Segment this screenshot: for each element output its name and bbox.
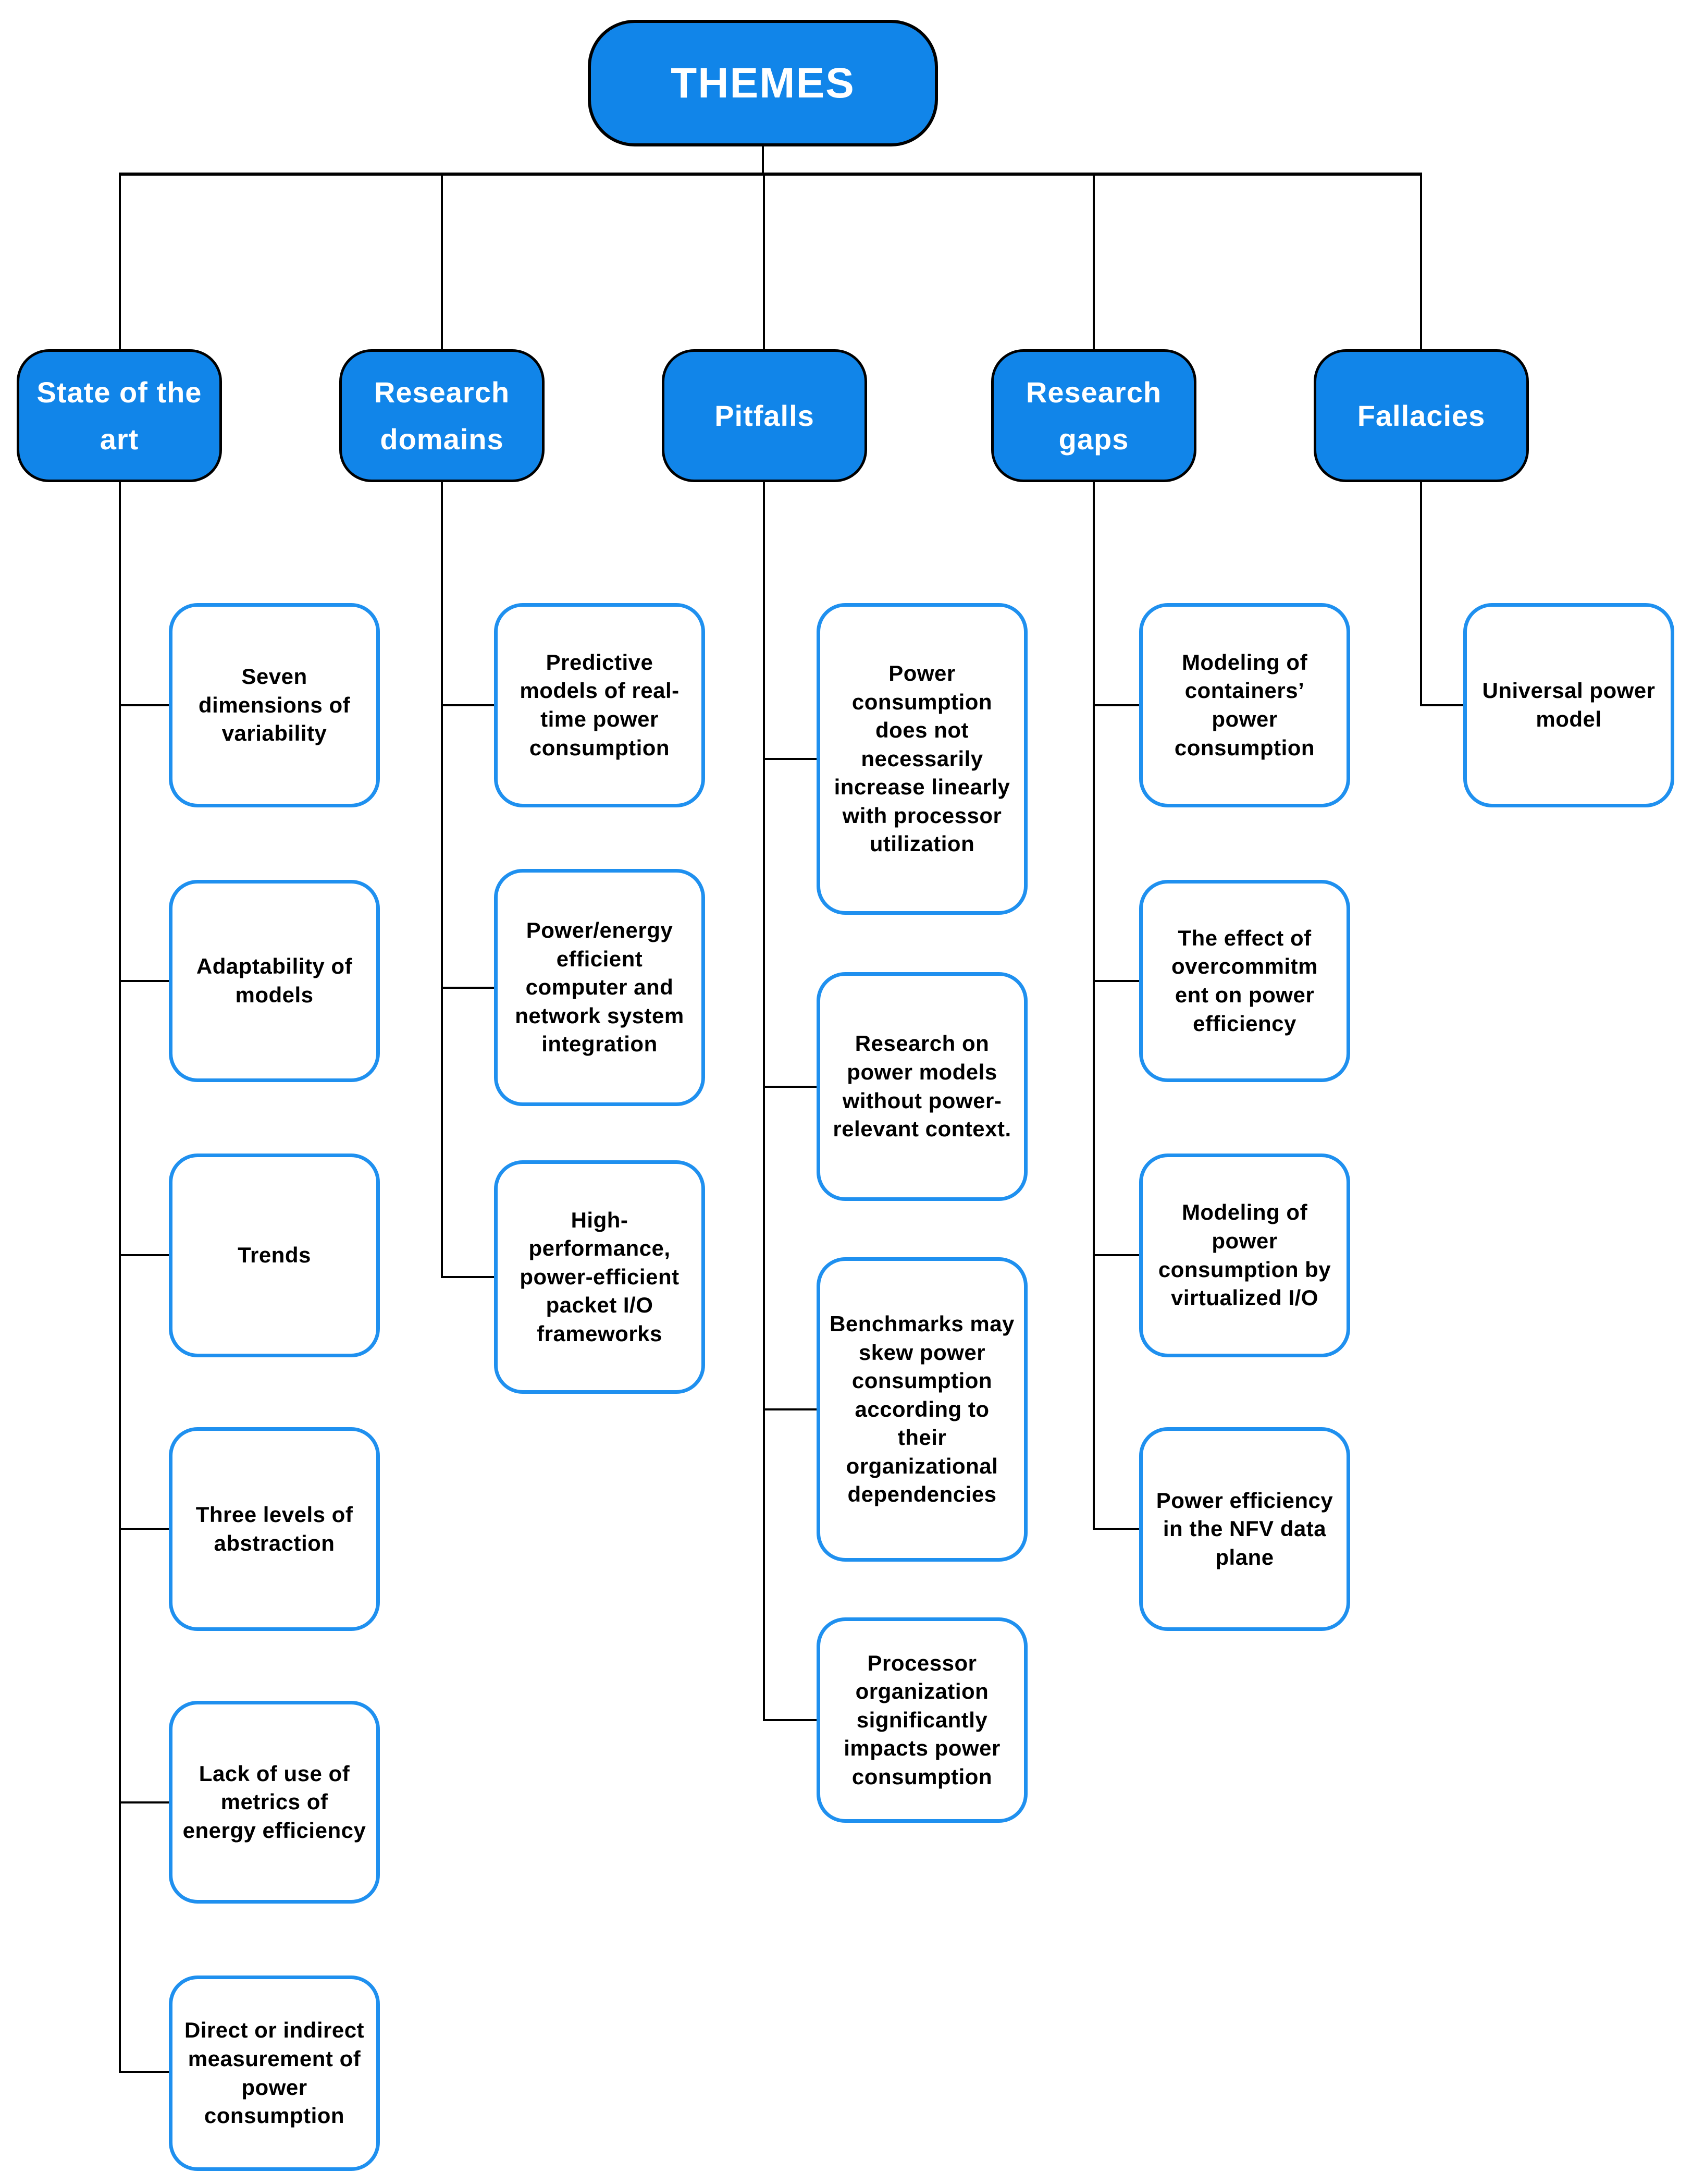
connector-line <box>762 146 764 175</box>
child-node: Benchmarks may skew power consumption ac… <box>817 1257 1028 1562</box>
child-node: Trends <box>169 1154 380 1357</box>
child-node: Lack of use of metrics of energy efficie… <box>169 1701 380 1904</box>
child-node: Research on power models without power-r… <box>817 972 1028 1201</box>
branch-header-pitfalls: Pitfalls <box>662 349 867 482</box>
branch-header-research-gaps: Research gaps <box>991 349 1196 482</box>
child-node: Universal power model <box>1463 603 1674 807</box>
connector-line <box>1093 481 1095 1529</box>
connector-line <box>119 1254 169 1256</box>
connector-line <box>1093 980 1139 982</box>
connector-line <box>1420 704 1463 706</box>
connector-line <box>441 481 443 1277</box>
connector-line <box>763 758 817 760</box>
connector-line <box>119 175 121 349</box>
connector-line <box>763 481 765 1720</box>
connector-line <box>763 1086 817 1088</box>
branch-header-state-of-the-art: State of the art <box>17 349 222 482</box>
branch-header-fallacies: Fallacies <box>1314 349 1529 482</box>
child-node: Direct or indirect measurement of power … <box>169 1976 380 2171</box>
connector-line <box>119 173 1422 176</box>
connector-line <box>441 987 494 989</box>
child-node: Power efficiency in the NFV data plane <box>1139 1427 1350 1631</box>
branch-header-research-domains: Research domains <box>339 349 545 482</box>
child-node: Three levels of abstraction <box>169 1427 380 1631</box>
connector-line <box>1093 1528 1139 1530</box>
connector-line <box>1093 175 1095 349</box>
child-node: High-performance, power-efficient packet… <box>494 1160 705 1394</box>
root-node-themes: THEMES <box>588 20 938 146</box>
child-node: Processor organization significantly imp… <box>817 1617 1028 1823</box>
child-node: Power/energy efficient computer and netw… <box>494 869 705 1106</box>
connector-line <box>763 1719 817 1721</box>
connector-line <box>119 2071 169 2073</box>
connector-line <box>1420 481 1422 705</box>
child-node: Modeling of containers’ power consumptio… <box>1139 603 1350 807</box>
child-node: The effect of overcommitm ent on power e… <box>1139 880 1350 1082</box>
connector-line <box>119 481 121 2072</box>
child-node: Seven dimensions of variability <box>169 603 380 807</box>
connector-line <box>441 175 443 349</box>
connector-line <box>119 980 169 982</box>
child-node: Predictive models of real-time power con… <box>494 603 705 807</box>
connector-line <box>119 1801 169 1803</box>
connector-line <box>1093 704 1139 706</box>
connector-line <box>441 1276 494 1278</box>
connector-line <box>1420 175 1422 349</box>
child-node: Adaptability of models <box>169 880 380 1082</box>
connector-line <box>441 704 494 706</box>
connector-line <box>119 704 169 706</box>
connector-line <box>119 1528 169 1530</box>
connector-line <box>763 175 765 349</box>
child-node: Modeling of power consumption by virtual… <box>1139 1154 1350 1357</box>
connector-line <box>763 1408 817 1410</box>
connector-line <box>1093 1254 1139 1256</box>
child-node: Power consumption does not necessarily i… <box>817 603 1028 915</box>
